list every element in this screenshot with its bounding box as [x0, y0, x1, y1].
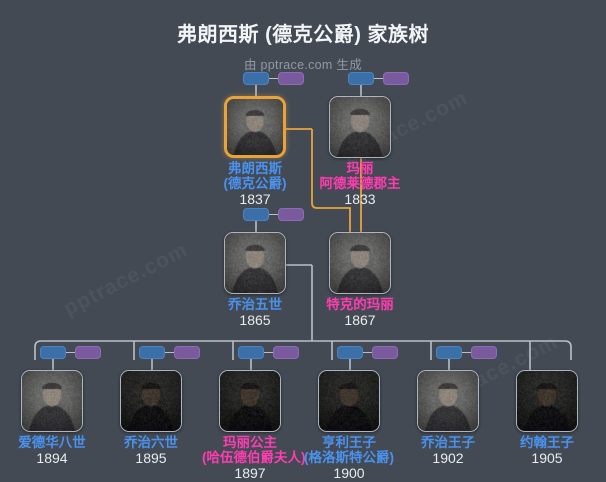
- person-name: 特克的玛丽: [326, 297, 394, 312]
- person-node-francis[interactable]: 弗朗西斯(德克公爵)1837: [207, 96, 303, 208]
- person-title: 阿德莱德郡主: [319, 176, 401, 191]
- portrait-photo[interactable]: [224, 96, 286, 158]
- parents-marker-edward-viii[interactable]: [40, 346, 101, 359]
- pill-connector: [269, 77, 278, 80]
- person-name: 玛丽公主: [223, 435, 277, 450]
- pill-connector: [363, 351, 372, 354]
- mother-pill[interactable]: [278, 72, 304, 85]
- person-birth-year: 1902: [432, 450, 464, 466]
- portrait-photo[interactable]: [516, 370, 578, 432]
- pill-connector: [269, 213, 278, 216]
- portrait-photo[interactable]: [329, 232, 391, 294]
- person-node-princess-mary[interactable]: 玛丽公主(哈伍德伯爵夫人)1897: [202, 370, 306, 482]
- person-name: 乔治六世: [124, 435, 178, 450]
- person-name: 亨利王子: [322, 435, 376, 450]
- portrait-photo[interactable]: [21, 370, 83, 432]
- father-pill[interactable]: [348, 72, 374, 85]
- person-title: (格洛斯特公爵): [304, 450, 394, 465]
- person-name: 玛丽: [346, 161, 374, 176]
- person-name: 爱德华八世: [18, 435, 86, 450]
- mother-pill[interactable]: [174, 346, 200, 359]
- parents-marker-princess-mary[interactable]: [238, 346, 299, 359]
- person-birth-year: 1897: [234, 465, 266, 481]
- person-name: 乔治王子: [421, 435, 475, 450]
- person-name: 约翰王子: [520, 435, 574, 450]
- person-birth-year: 1900: [333, 465, 365, 481]
- person-birth-year: 1895: [135, 450, 167, 466]
- pill-connector: [374, 77, 383, 80]
- father-pill[interactable]: [436, 346, 462, 359]
- page-title: 弗朗西斯 (德克公爵) 家族树: [177, 24, 429, 46]
- father-pill[interactable]: [337, 346, 363, 359]
- person-title: (哈伍德伯爵夫人): [202, 450, 306, 465]
- mother-pill[interactable]: [383, 72, 409, 85]
- parents-marker-prince-henry[interactable]: [337, 346, 398, 359]
- mother-pill[interactable]: [75, 346, 101, 359]
- portrait-photo[interactable]: [417, 370, 479, 432]
- parents-marker-mary-adelaide[interactable]: [348, 72, 409, 85]
- person-title: (德克公爵): [223, 176, 287, 191]
- person-birth-year: 1837: [239, 191, 271, 207]
- page-subtitle: 由 pptrace.com 生成: [243, 58, 363, 72]
- parents-marker-george-vi[interactable]: [139, 346, 200, 359]
- father-pill[interactable]: [238, 346, 264, 359]
- father-pill[interactable]: [139, 346, 165, 359]
- mother-pill[interactable]: [278, 208, 304, 221]
- person-birth-year: 1867: [344, 312, 376, 328]
- father-pill[interactable]: [243, 208, 269, 221]
- portrait-photo[interactable]: [224, 232, 286, 294]
- portrait-photo[interactable]: [120, 370, 182, 432]
- person-node-prince-henry[interactable]: 亨利王子(格洛斯特公爵)1900: [301, 370, 397, 482]
- parents-marker-francis[interactable]: [243, 72, 304, 85]
- person-name: 乔治五世: [228, 297, 282, 312]
- person-birth-year: 1905: [531, 450, 563, 466]
- person-birth-year: 1865: [239, 312, 271, 328]
- parents-marker-george-v[interactable]: [243, 208, 304, 221]
- portrait-photo[interactable]: [329, 96, 391, 158]
- mother-pill[interactable]: [372, 346, 398, 359]
- pill-connector: [264, 351, 273, 354]
- portrait-photo[interactable]: [318, 370, 380, 432]
- mother-pill[interactable]: [471, 346, 497, 359]
- person-birth-year: 1894: [36, 450, 68, 466]
- person-name: 弗朗西斯: [228, 161, 282, 176]
- pill-connector: [165, 351, 174, 354]
- pill-connector: [462, 351, 471, 354]
- pill-connector: [66, 351, 75, 354]
- father-pill[interactable]: [243, 72, 269, 85]
- person-birth-year: 1833: [344, 191, 376, 207]
- portrait-photo[interactable]: [219, 370, 281, 432]
- father-pill[interactable]: [40, 346, 66, 359]
- mother-pill[interactable]: [273, 346, 299, 359]
- parents-marker-prince-george[interactable]: [436, 346, 497, 359]
- header: 弗朗西斯 (德克公爵) 家族树 由 pptrace.com 生成: [0, 0, 606, 73]
